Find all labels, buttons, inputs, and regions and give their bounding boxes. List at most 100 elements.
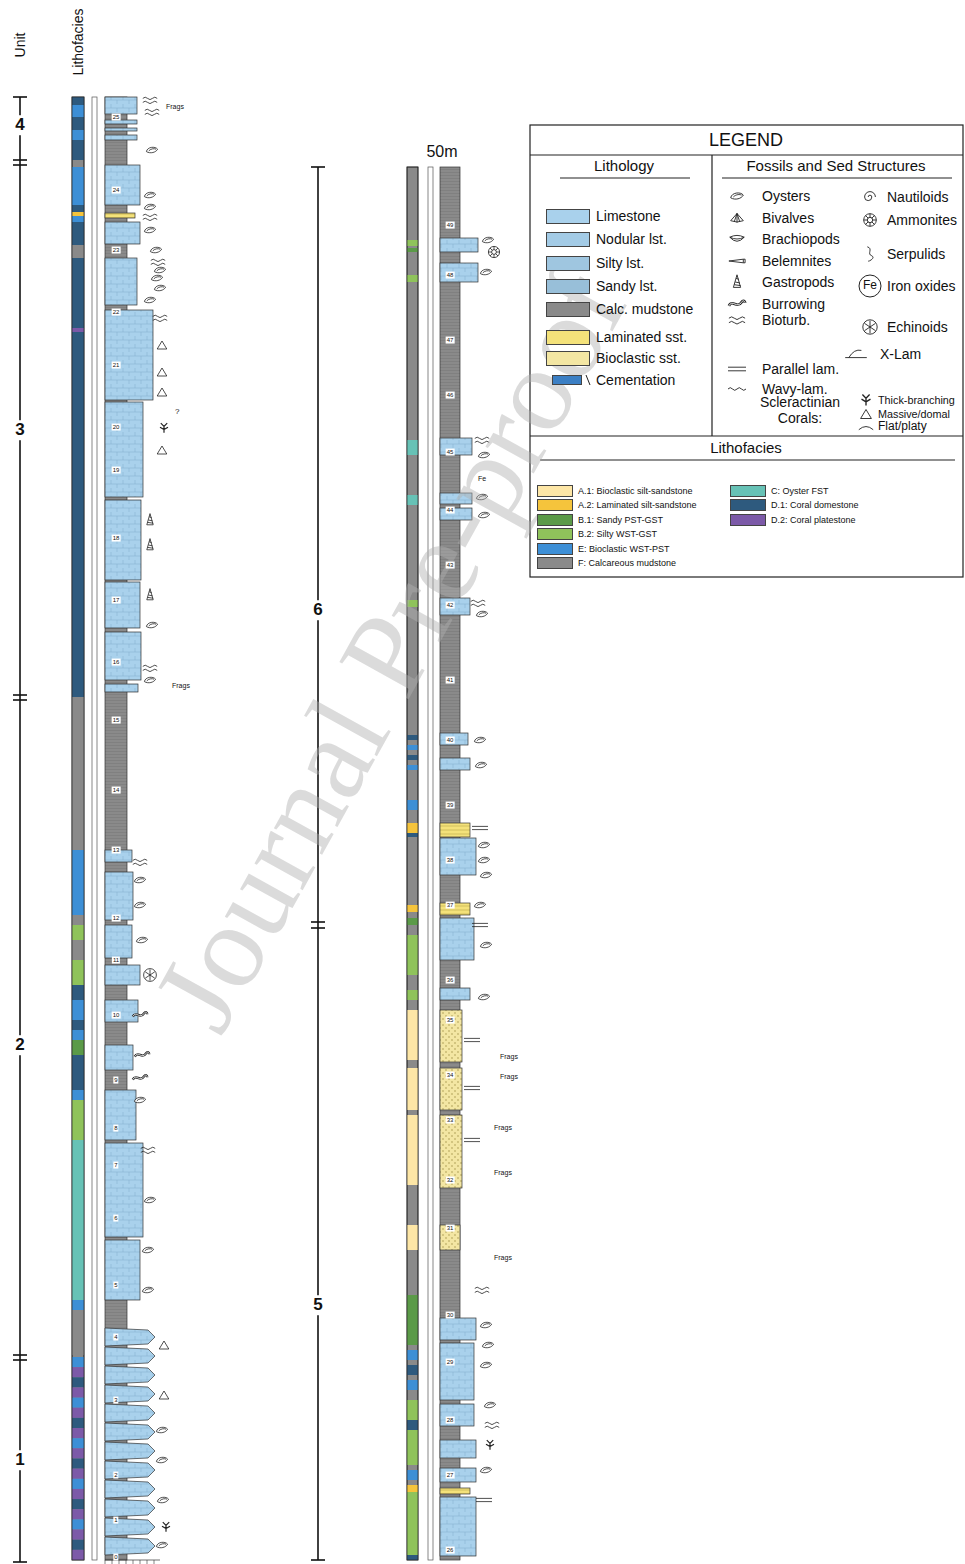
unit-number: 3 [14, 420, 25, 440]
legend-text: D.1: Coral domestone [771, 500, 859, 510]
bed-number: 36 [446, 977, 455, 984]
legend-text: Silty lst. [596, 255, 644, 271]
legend-text: D.2: Coral platestone [771, 515, 856, 525]
bed-number: 42 [446, 602, 455, 609]
bed-number: 18 [112, 535, 121, 542]
legend-text: Bivalves [762, 210, 814, 226]
legend-symbol [722, 376, 752, 402]
legend-title: LEGEND [709, 130, 783, 151]
bed-number: 8 [113, 1125, 118, 1132]
legend-swatch [730, 514, 766, 526]
legend-heading: Lithology [594, 157, 654, 174]
legend-text: Burrowing [762, 296, 825, 312]
legend-text: Bioclastic sst. [596, 350, 681, 366]
legend-symbol [722, 226, 752, 252]
legend-swatch [546, 232, 590, 247]
bed-number: 34 [446, 1072, 455, 1079]
bed-number: 45 [446, 449, 455, 456]
bed-number: 40 [446, 737, 455, 744]
annotation: Frags [494, 1169, 512, 1177]
legend-heading: Lithofacies [710, 439, 782, 456]
legend-swatch [730, 499, 766, 511]
bed-number: 21 [112, 362, 121, 369]
legend-text: Cementation [596, 372, 675, 388]
bed-number: 10 [112, 1012, 121, 1019]
legend-swatch [552, 375, 582, 385]
legend-text: Flat/platy [878, 420, 927, 434]
unit-number: 6 [312, 600, 323, 620]
legend-text: Ammonites [887, 212, 957, 228]
watermark: Journal Pre-proof [125, 248, 654, 1052]
bed-number: 48 [446, 272, 455, 279]
bed-number: 33 [446, 1117, 455, 1124]
bed-number: 46 [446, 392, 455, 399]
legend-symbol [722, 291, 752, 317]
annotation: Frags [166, 103, 184, 111]
legend-text: Thick-branching [878, 394, 955, 406]
bed-number: 11 [112, 957, 120, 964]
legend-swatch [546, 209, 590, 224]
legend-text: B.2: Silty WST-GST [578, 529, 657, 539]
annotation: Frags [494, 1254, 512, 1262]
legend-text: E: Bioclastic WST-PST [578, 543, 670, 553]
legend-text: Massive/domal [878, 408, 950, 420]
legend-symbol [855, 241, 885, 267]
bed-number: 47 [446, 337, 455, 344]
bed-number: 2 [113, 1472, 118, 1479]
bed-number: 38 [446, 857, 455, 864]
bed-number: 27 [446, 1472, 455, 1479]
bed-number: 15 [112, 717, 121, 724]
legend-swatch [546, 351, 590, 366]
legend-symbol [722, 205, 752, 231]
legend-heading: Fossils and Sed Structures [746, 157, 925, 174]
legend-text: Belemnites [762, 253, 831, 269]
legend-swatch [546, 302, 590, 317]
legend-text: A.1: Bioclastic silt-sandstone [578, 486, 693, 496]
legend-swatch [546, 330, 590, 345]
bed-number: 29 [446, 1359, 455, 1366]
legend-text: Bioturb. [762, 312, 810, 328]
bed-number: 16 [112, 659, 121, 666]
bed-number: 12 [112, 915, 121, 922]
unit-number: 2 [14, 1035, 25, 1055]
legend-text: Nodular lst. [596, 231, 667, 247]
bed-number: 7 [113, 1162, 118, 1169]
bed-number: 6 [113, 1215, 118, 1222]
legend-swatch [537, 557, 573, 569]
legend-symbol [841, 341, 871, 367]
bed-number: 26 [446, 1547, 455, 1554]
bed-number: 14 [112, 787, 121, 794]
annotation: Frags [172, 682, 190, 690]
axis-title: Lithofacies [70, 9, 86, 76]
bed-number: 5 [113, 1282, 118, 1289]
legend-symbol [855, 184, 885, 210]
bed-number: 20 [112, 424, 121, 431]
bed-number: 0 [113, 1554, 118, 1561]
bed-number: 25 [112, 114, 121, 121]
legend-symbol [855, 207, 885, 233]
bed-number: 28 [446, 1417, 455, 1424]
bed-number: 30 [446, 1312, 455, 1319]
legend-symbol [722, 183, 752, 209]
legend-swatch [537, 528, 573, 540]
scale-label: 50m [426, 143, 457, 161]
bed-number: 39 [446, 802, 455, 809]
bed-number: 31 [446, 1225, 455, 1232]
bed-number: 37 [446, 902, 455, 909]
annotation: ? [175, 407, 179, 416]
unit-number: 5 [312, 1295, 323, 1315]
bed-number: 43 [446, 562, 455, 569]
legend-text: Laminated sst. [596, 329, 687, 345]
legend-symbol [851, 414, 881, 440]
annotation: Frags [500, 1053, 518, 1061]
bed-number: 13 [112, 847, 121, 854]
symbol-text: Fe [863, 279, 877, 293]
unit-number: 4 [14, 115, 25, 135]
bed-number: 49 [446, 222, 455, 229]
legend-text: Iron oxides [887, 278, 955, 294]
legend-swatch [537, 485, 573, 497]
legend-swatch [537, 499, 573, 511]
legend-text: B.1: Sandy PST-GST [578, 515, 663, 525]
annotation: Frags [494, 1124, 512, 1132]
